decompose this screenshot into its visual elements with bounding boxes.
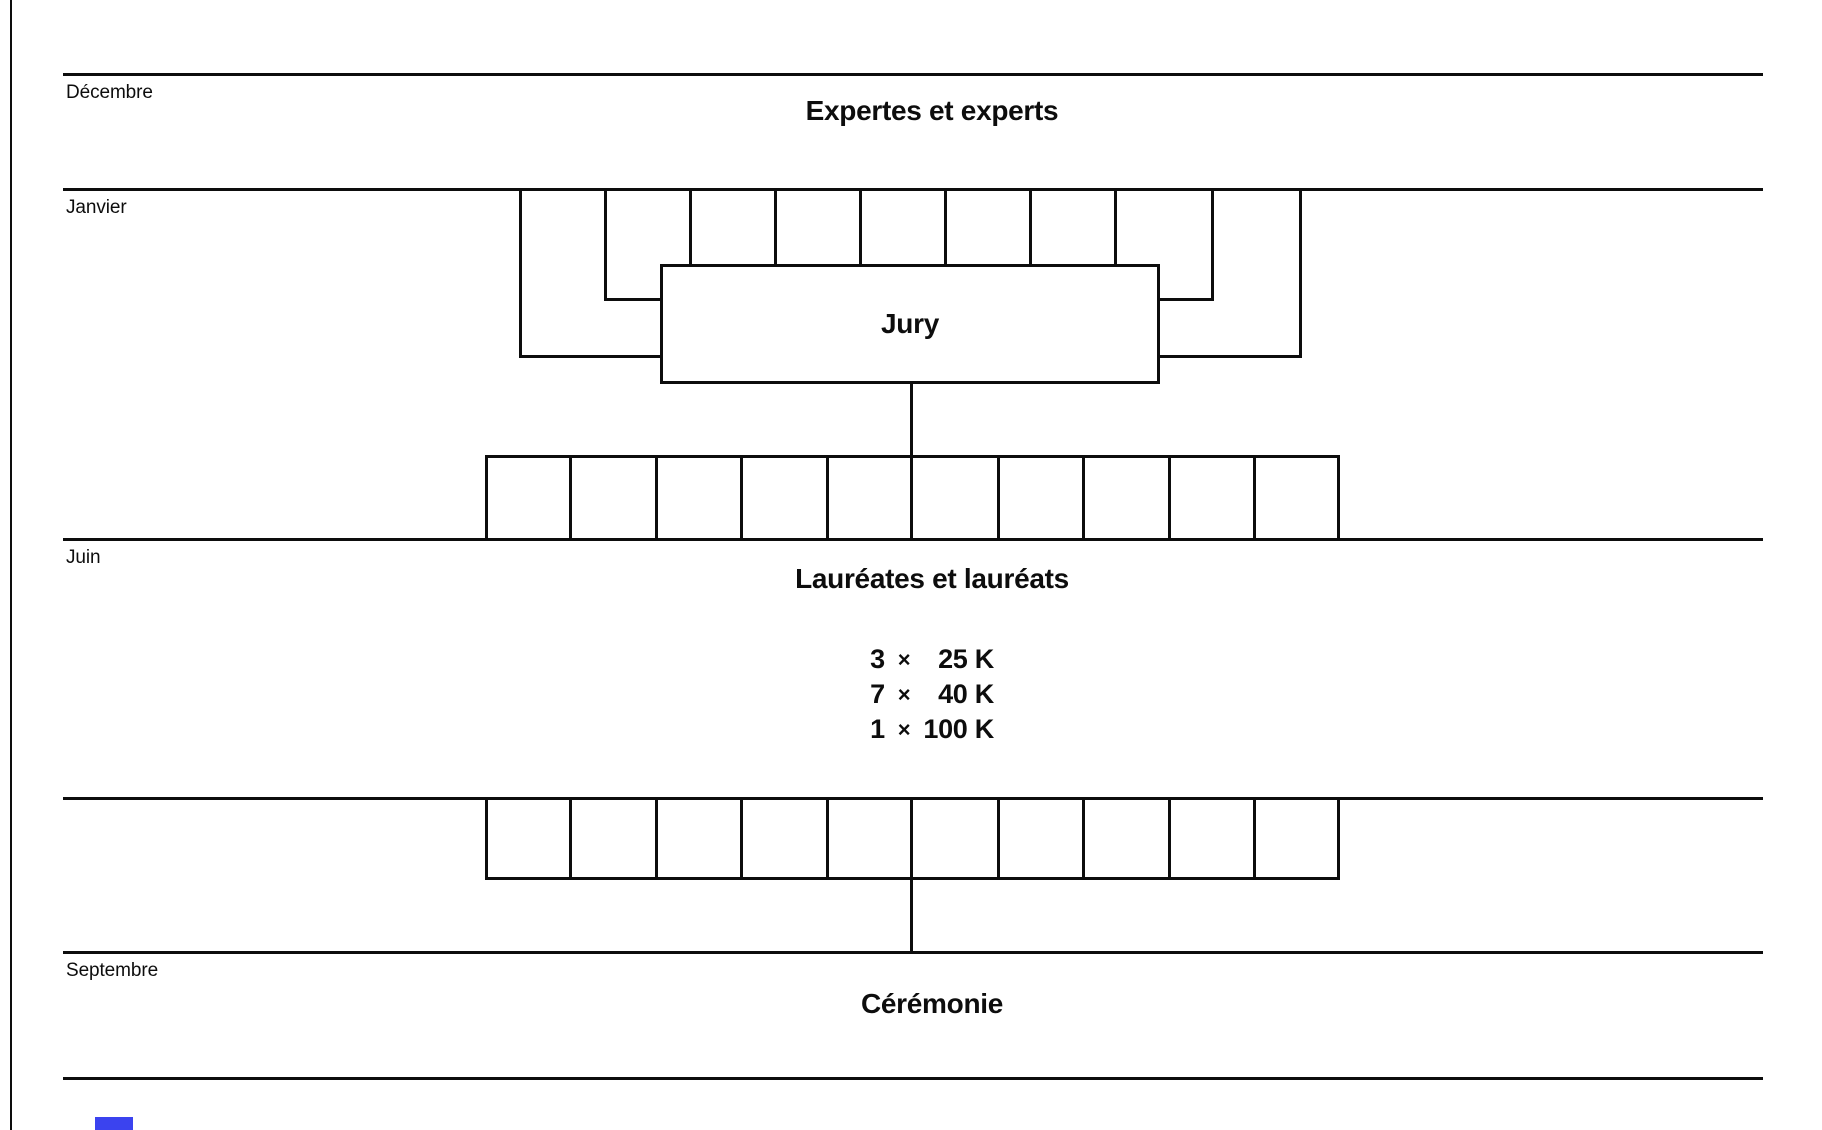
laureate-cell-divider: [1168, 455, 1171, 541]
laureate-cell-divider: [740, 797, 743, 880]
laureate-cell-divider: [910, 455, 913, 541]
expert-connector-line: [774, 188, 777, 267]
expert-connector-line: [519, 188, 522, 358]
expert-connector-stub: [604, 298, 663, 301]
expert-connector-line: [1299, 188, 1302, 358]
timeline-rule-septembre: [63, 951, 1763, 954]
ceremony-title: Cérémonie: [860, 988, 1004, 1019]
expert-connector-line: [1114, 188, 1117, 267]
laureate-cell-divider: [826, 797, 829, 880]
prize-count: 7: [870, 679, 885, 709]
connector-to-ceremony: [910, 878, 913, 954]
laureate-cell-divider: [997, 797, 1000, 880]
laureate-cell-divider: [1082, 455, 1085, 541]
connector-jury-to-laureates: [910, 384, 913, 457]
laureate-cell-divider: [569, 455, 572, 541]
multiply-icon: ×: [897, 717, 911, 742]
prize-amount: 25 K: [938, 644, 994, 674]
experts-title: Expertes et experts: [805, 95, 1059, 126]
expert-connector-line: [689, 188, 692, 267]
multiply-icon: ×: [897, 647, 911, 672]
prize-grid: 3 × 25 K 7 × 40 K 1 × 100 K: [870, 642, 994, 747]
blue-corner-artifact: [95, 1117, 133, 1130]
page-left-border: [10, 0, 12, 1130]
expert-connector-stub: [1157, 355, 1302, 358]
expert-connector-line: [1211, 188, 1214, 301]
month-label-janvier: Janvier: [66, 197, 127, 218]
laureate-cell-divider: [1168, 797, 1171, 880]
laureate-cell-divider: [569, 797, 572, 880]
expert-connector-line: [859, 188, 862, 267]
expert-connector-line: [1029, 188, 1032, 267]
laureate-cell-divider: [1253, 797, 1256, 880]
prize-amount: 100 K: [923, 714, 994, 744]
prize-count: 1: [870, 714, 885, 744]
laureate-cell-divider: [1082, 797, 1085, 880]
timeline-rule-decembre: [63, 73, 1763, 76]
prize-count: 3: [870, 644, 885, 674]
timeline-rule-janvier: [63, 188, 1763, 191]
multiply-icon: ×: [897, 682, 911, 707]
timeline-rule-bottom: [63, 1077, 1763, 1080]
laureate-cell-divider: [740, 455, 743, 541]
expert-connector-line: [604, 188, 607, 301]
laureates-title: Lauréates et lauréats: [795, 563, 1069, 594]
jury-box: Jury: [660, 264, 1160, 384]
month-label-septembre: Septembre: [66, 960, 159, 981]
expert-connector-stub: [1157, 298, 1214, 301]
expert-connector-line: [944, 188, 947, 267]
laureate-cell-divider: [655, 455, 658, 541]
laureate-cell-divider: [1253, 455, 1256, 541]
laureate-cell-divider: [655, 797, 658, 880]
month-label-decembre: Décembre: [66, 82, 153, 103]
month-label-juin: Juin: [66, 547, 101, 568]
prize-list: 3 × 25 K 7 × 40 K 1 × 100 K: [82, 642, 1782, 747]
expert-connector-stub: [519, 355, 663, 358]
laureate-cell-divider: [826, 455, 829, 541]
prize-amount: 40 K: [938, 679, 994, 709]
laureate-cell-divider: [910, 797, 913, 880]
jury-label: Jury: [881, 308, 939, 339]
laureate-cell-divider: [997, 455, 1000, 541]
timeline-rule-juin: [63, 538, 1763, 541]
